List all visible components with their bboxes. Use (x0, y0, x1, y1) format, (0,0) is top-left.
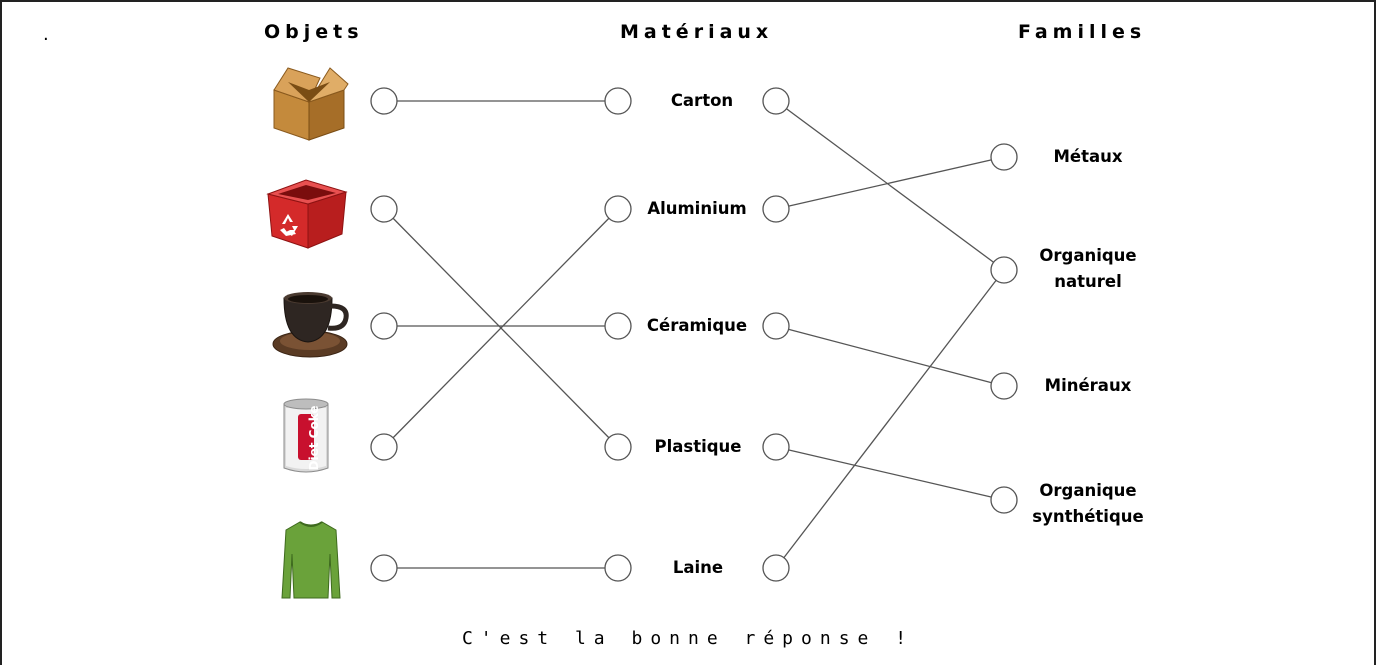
link-carton-organique-naturel (775, 100, 1005, 271)
family-label-organique-naturel-line1: Organique (1039, 246, 1137, 265)
material-right-node-ceramique[interactable] (762, 312, 790, 340)
family-label-organique-synthetique-line2: synthétique (1032, 507, 1144, 526)
material-label-carton: Carton (670, 91, 734, 110)
material-left-node-carton[interactable] (604, 87, 632, 115)
link-laine-organique-naturel (775, 269, 1005, 569)
family-label-metaux-line1: Métaux (1053, 147, 1123, 166)
object-node-1[interactable] (370, 87, 398, 115)
red-recycle-crate-icon (264, 174, 350, 254)
can-label: Diet Coke (307, 406, 321, 471)
material-right-node-laine[interactable] (762, 554, 790, 582)
cardboard-box-icon (268, 60, 350, 146)
material-right-node-plastique[interactable] (762, 433, 790, 461)
family-label-organique-naturel: Organique naturel (1018, 243, 1158, 295)
family-label-organique-synthetique-line1: Organique (1039, 481, 1137, 500)
material-right-node-carton[interactable] (762, 87, 790, 115)
material-label-ceramique: Céramique (646, 316, 748, 335)
feedback-message: C'est la bonne réponse ! (461, 628, 915, 649)
link-ceramique-mineraux (775, 325, 1005, 387)
column-title-objects: Objets (264, 21, 364, 43)
column-title-families: Familles (1018, 21, 1147, 43)
material-left-node-plastique[interactable] (604, 433, 632, 461)
marker-dot: . (43, 24, 49, 45)
family-node-organique-naturel[interactable] (990, 256, 1018, 284)
family-node-organique-synthetique[interactable] (990, 486, 1018, 514)
green-sweater-icon (280, 518, 342, 606)
material-left-node-ceramique[interactable] (604, 312, 632, 340)
object-node-3[interactable] (370, 312, 398, 340)
object-node-4[interactable] (370, 433, 398, 461)
material-label-laine: Laine (672, 558, 724, 577)
family-label-organique-naturel-line2: naturel (1054, 272, 1122, 291)
material-right-node-aluminium[interactable] (762, 195, 790, 223)
link-can-aluminium (383, 208, 619, 448)
material-label-aluminium: Aluminium (647, 199, 747, 218)
link-plastique-organique-synthetique (775, 446, 1005, 501)
family-node-metaux[interactable] (990, 143, 1018, 171)
material-left-node-laine[interactable] (604, 554, 632, 582)
object-node-2[interactable] (370, 195, 398, 223)
object-node-5[interactable] (370, 554, 398, 582)
family-label-mineraux: Minéraux (1018, 373, 1158, 399)
link-aluminium-metaux (775, 156, 1005, 210)
family-node-mineraux[interactable] (990, 372, 1018, 400)
family-label-mineraux-line1: Minéraux (1044, 376, 1132, 395)
material-label-plastique: Plastique (654, 437, 742, 456)
material-left-node-aluminium[interactable] (604, 195, 632, 223)
family-label-organique-synthetique: Organique synthétique (1018, 478, 1158, 530)
soda-can-icon: Diet Coke (278, 396, 334, 480)
family-label-metaux: Métaux (1018, 144, 1158, 170)
coffee-cup-icon (270, 288, 352, 366)
column-title-materials: Matériaux (620, 21, 774, 43)
